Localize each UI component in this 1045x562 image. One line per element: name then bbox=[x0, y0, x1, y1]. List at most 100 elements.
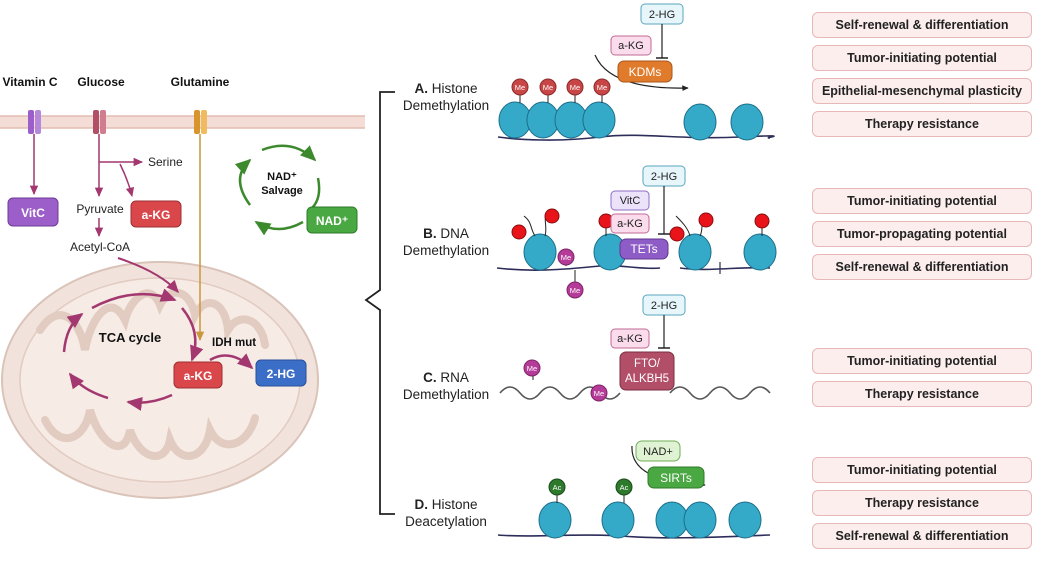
tca-cycle-label: TCA cycle bbox=[99, 330, 161, 345]
vitc-box bbox=[7, 197, 59, 227]
glucose-label: Glucose bbox=[77, 75, 125, 89]
outcome-box: Tumor-initiating potential bbox=[812, 348, 1032, 374]
akg-label-c: a-KG bbox=[617, 333, 643, 345]
kdms-enzyme bbox=[617, 60, 673, 83]
me-mark-label: Me bbox=[570, 83, 580, 92]
akg-label-b: a-KG bbox=[617, 218, 643, 230]
section-c-title: C. RNA Demethylation bbox=[396, 369, 496, 403]
vitc-label-b: VitC bbox=[620, 195, 641, 207]
vitamin-c-transporter-icon bbox=[28, 110, 41, 134]
akg-to-2hg-arrow bbox=[209, 353, 254, 370]
akg-box-mitochondria-label: a-KG bbox=[184, 369, 213, 383]
outcome-box: Therapy resistance bbox=[812, 490, 1032, 516]
fto-label: FTO/ bbox=[634, 358, 661, 370]
ac-mark-label: Ac bbox=[620, 483, 629, 492]
me-mark-label: Me bbox=[570, 286, 580, 295]
section-c-letter: C. bbox=[423, 370, 437, 385]
section-d-title: D. Histone Deacetylation bbox=[396, 496, 496, 530]
akg-box-cytoplasm-label: a-KG bbox=[142, 208, 171, 222]
me-mark-label: Me bbox=[561, 253, 571, 262]
outcome-box: Tumor-initiating potential bbox=[812, 457, 1032, 483]
tets-label: TETs bbox=[630, 242, 657, 256]
section-a-line2: Demethylation bbox=[402, 98, 490, 113]
nucleosome-group bbox=[523, 233, 777, 271]
outcome-box: Tumor-initiating potential bbox=[812, 188, 1032, 214]
acetyl-coa-label: Acetyl-CoA bbox=[70, 240, 130, 254]
nucleosome-group bbox=[498, 101, 764, 141]
2hg-label-b: 2-HG bbox=[651, 171, 677, 183]
rna-strand bbox=[669, 386, 771, 400]
pyruvate-label: Pyruvate bbox=[76, 202, 124, 216]
akg-box-cytoplasm bbox=[130, 200, 182, 228]
nad-box-label: NAD⁺ bbox=[316, 214, 348, 228]
nad-salvage-label-2: Salvage bbox=[261, 185, 303, 197]
me-mark-label: Me bbox=[515, 83, 525, 92]
glutamine-label: Glutamine bbox=[171, 75, 230, 89]
idh-mut-label: IDH mut bbox=[212, 337, 256, 349]
histone-tails bbox=[511, 208, 770, 242]
left-panel: Vitamin C Glucose Glutamine VitC Serine … bbox=[0, 75, 365, 499]
fto-alkbh5-enzyme bbox=[619, 351, 675, 391]
nad-salvage-label-1: NAD⁺ bbox=[267, 171, 297, 183]
me-mark-label: Me bbox=[597, 83, 607, 92]
section-brace bbox=[364, 91, 395, 515]
outcome-box: Tumor-propagating potential bbox=[812, 221, 1032, 247]
glucose-to-akg-arrow bbox=[119, 163, 135, 198]
vitamin-c-label: Vitamin C bbox=[2, 75, 57, 89]
outcome-box: Self-renewal & differentiation bbox=[812, 12, 1032, 38]
kdms-label: KDMs bbox=[629, 65, 662, 79]
acetyl-coa-to-tca-arrow bbox=[117, 257, 179, 294]
nucleosome-group bbox=[538, 501, 762, 539]
ac-mark-label: Ac bbox=[553, 483, 562, 492]
akg-box-mitochondria bbox=[173, 361, 223, 389]
nad-box bbox=[306, 206, 358, 234]
akg-cofactor-c bbox=[610, 328, 650, 349]
section-b-line1: DNA bbox=[440, 226, 469, 241]
section-c-line2: Demethylation bbox=[402, 387, 490, 402]
nad-cofactor-d bbox=[635, 440, 681, 462]
vitc-box-label: VitC bbox=[21, 206, 45, 220]
section-d-line2: Deacetylation bbox=[405, 514, 487, 529]
vitc-cofactor-b bbox=[610, 190, 650, 211]
outcome-box: Self-renewal & differentiation bbox=[812, 254, 1032, 280]
nad-salvage-cycle bbox=[234, 144, 321, 236]
section-a-title: A. Histone Demethylation bbox=[396, 80, 496, 114]
section-d-line1: Histone bbox=[431, 497, 478, 512]
section-c-rna-demethylation: Me Me 2-HG a-KG FTO/ ALKBH5 bbox=[499, 294, 771, 402]
outcome-box: Therapy resistance bbox=[812, 111, 1032, 137]
section-a-letter: A. bbox=[414, 81, 428, 96]
me-mark-label: Me bbox=[594, 389, 604, 398]
2hg-label-c: 2-HG bbox=[651, 300, 677, 312]
section-d-letter: D. bbox=[414, 497, 428, 512]
outcome-box: Therapy resistance bbox=[812, 381, 1032, 407]
rna-methyl-marks: Me Me bbox=[523, 359, 608, 402]
outcome-box: Epithelial-mesenchymal plasticity bbox=[812, 78, 1032, 104]
akg-cofactor-a bbox=[610, 35, 652, 56]
section-a-line1: Histone bbox=[431, 81, 478, 96]
glutamine-transporter-icon bbox=[194, 110, 207, 134]
outcome-box: Self-renewal & differentiation bbox=[812, 523, 1032, 549]
section-d-histone-deacetylation: Ac Ac NAD+ SIRTs bbox=[497, 440, 771, 539]
outcome-box: Tumor-initiating potential bbox=[812, 45, 1032, 71]
serine-label: Serine bbox=[148, 155, 183, 169]
2hg-label-a: 2-HG bbox=[649, 9, 675, 21]
section-a-histone-demethylation: Me Me Me Me 2-HG a-KG KDMs bbox=[497, 3, 775, 141]
2hg-box-mitochondria bbox=[255, 359, 307, 387]
me-mark-label: Me bbox=[543, 83, 553, 92]
akg-label-a: a-KG bbox=[618, 40, 644, 52]
tca-cycle bbox=[62, 288, 204, 411]
2hg-box-mitochondria-label: 2-HG bbox=[267, 367, 296, 381]
dna-methyl-marks: Me Me bbox=[557, 248, 584, 299]
section-b-line2: Demethylation bbox=[402, 243, 490, 258]
akg-cofactor-b bbox=[610, 213, 650, 234]
glucose-transporter-icon bbox=[93, 110, 106, 134]
section-c-line1: RNA bbox=[440, 370, 469, 385]
sirts-enzyme bbox=[647, 466, 705, 489]
section-b-letter: B. bbox=[423, 226, 437, 241]
histone-methyl-marks: Me Me Me Me bbox=[511, 78, 611, 103]
cell-membrane bbox=[0, 116, 365, 128]
acetyl-marks: Ac Ac bbox=[548, 478, 633, 503]
me-mark-label: Me bbox=[527, 364, 537, 373]
